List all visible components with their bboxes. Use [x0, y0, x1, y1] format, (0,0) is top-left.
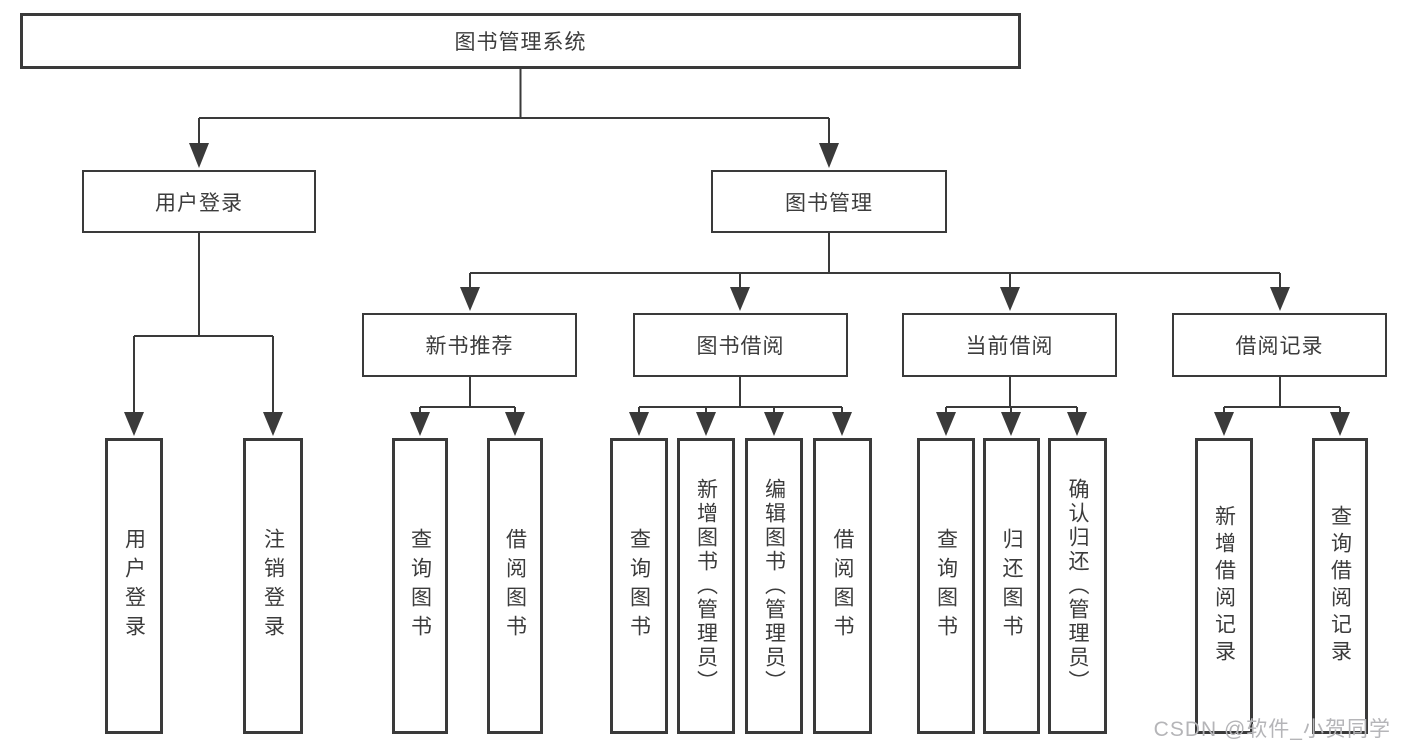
- node-label: 查询图书: [627, 528, 651, 644]
- leaf-edit-book-admin: 编辑图书（管理员）: [745, 438, 803, 734]
- connector-new-book-recommendation: [419, 377, 516, 413]
- leaf-query-borrow-record: 查询借阅记录: [1312, 438, 1368, 734]
- node-label: 借阅图书: [503, 528, 527, 644]
- watermark: CSDN @软件_小贺同学: [1153, 718, 1391, 741]
- node-label: 图书管理系统: [454, 31, 587, 54]
- node-current-borrowing: 当前借阅: [902, 313, 1117, 377]
- node-label: 查询图书: [408, 528, 432, 644]
- arrowheads: [124, 143, 1350, 436]
- node-user-login: 用户登录: [82, 170, 316, 233]
- node-label: 用户登录: [122, 528, 146, 644]
- node-label: 新书推荐: [425, 335, 514, 358]
- leaf-user-login: 用户登录: [105, 438, 163, 734]
- node-label: 用户登录: [155, 191, 243, 215]
- connector-current-borrowing: [945, 377, 1078, 413]
- node-label: 注销登录: [261, 528, 285, 644]
- node-label: 确认归还（管理员）: [1066, 478, 1089, 694]
- connector-borrowing-records: [1223, 377, 1341, 413]
- leaf-query-books-2: 查询图书: [610, 438, 668, 734]
- node-label: 归还图书: [1000, 528, 1023, 644]
- node-library-management-system: 图书管理系统: [20, 13, 1021, 69]
- leaf-confirm-return-admin: 确认归还（管理员）: [1048, 438, 1107, 734]
- connector-root: [198, 69, 830, 146]
- connector-book-management: [469, 233, 1281, 289]
- node-new-book-recommendation: 新书推荐: [362, 313, 577, 377]
- node-label: 图书借阅: [696, 335, 785, 358]
- node-borrowing-records: 借阅记录: [1172, 313, 1387, 377]
- leaf-query-books-3: 查询图书: [917, 438, 975, 734]
- node-label: 查询借阅记录: [1328, 505, 1352, 667]
- connector-book-borrowing: [638, 377, 843, 413]
- node-label: 图书管理: [785, 191, 873, 215]
- leaf-add-borrow-record: 新增借阅记录: [1195, 438, 1253, 734]
- node-book-management: 图书管理: [711, 170, 947, 233]
- node-label: 当前借阅: [965, 335, 1054, 358]
- node-book-borrowing: 图书借阅: [633, 313, 848, 377]
- leaf-query-books-1: 查询图书: [392, 438, 448, 734]
- node-label: 查询图书: [934, 528, 958, 644]
- node-label: 编辑图书（管理员）: [762, 478, 786, 694]
- leaf-borrow-books-2: 借阅图书: [813, 438, 872, 734]
- leaf-borrow-books-1: 借阅图书: [487, 438, 543, 734]
- leaf-return-books: 归还图书: [983, 438, 1040, 734]
- node-label: 借阅记录: [1235, 335, 1324, 358]
- node-label: 新增图书（管理员）: [694, 478, 718, 694]
- leaf-logout: 注销登录: [243, 438, 303, 734]
- connector-user-login: [133, 233, 274, 413]
- node-label: 新增借阅记录: [1212, 505, 1236, 667]
- leaf-add-book-admin: 新增图书（管理员）: [677, 438, 735, 734]
- node-label: 借阅图书: [831, 528, 854, 644]
